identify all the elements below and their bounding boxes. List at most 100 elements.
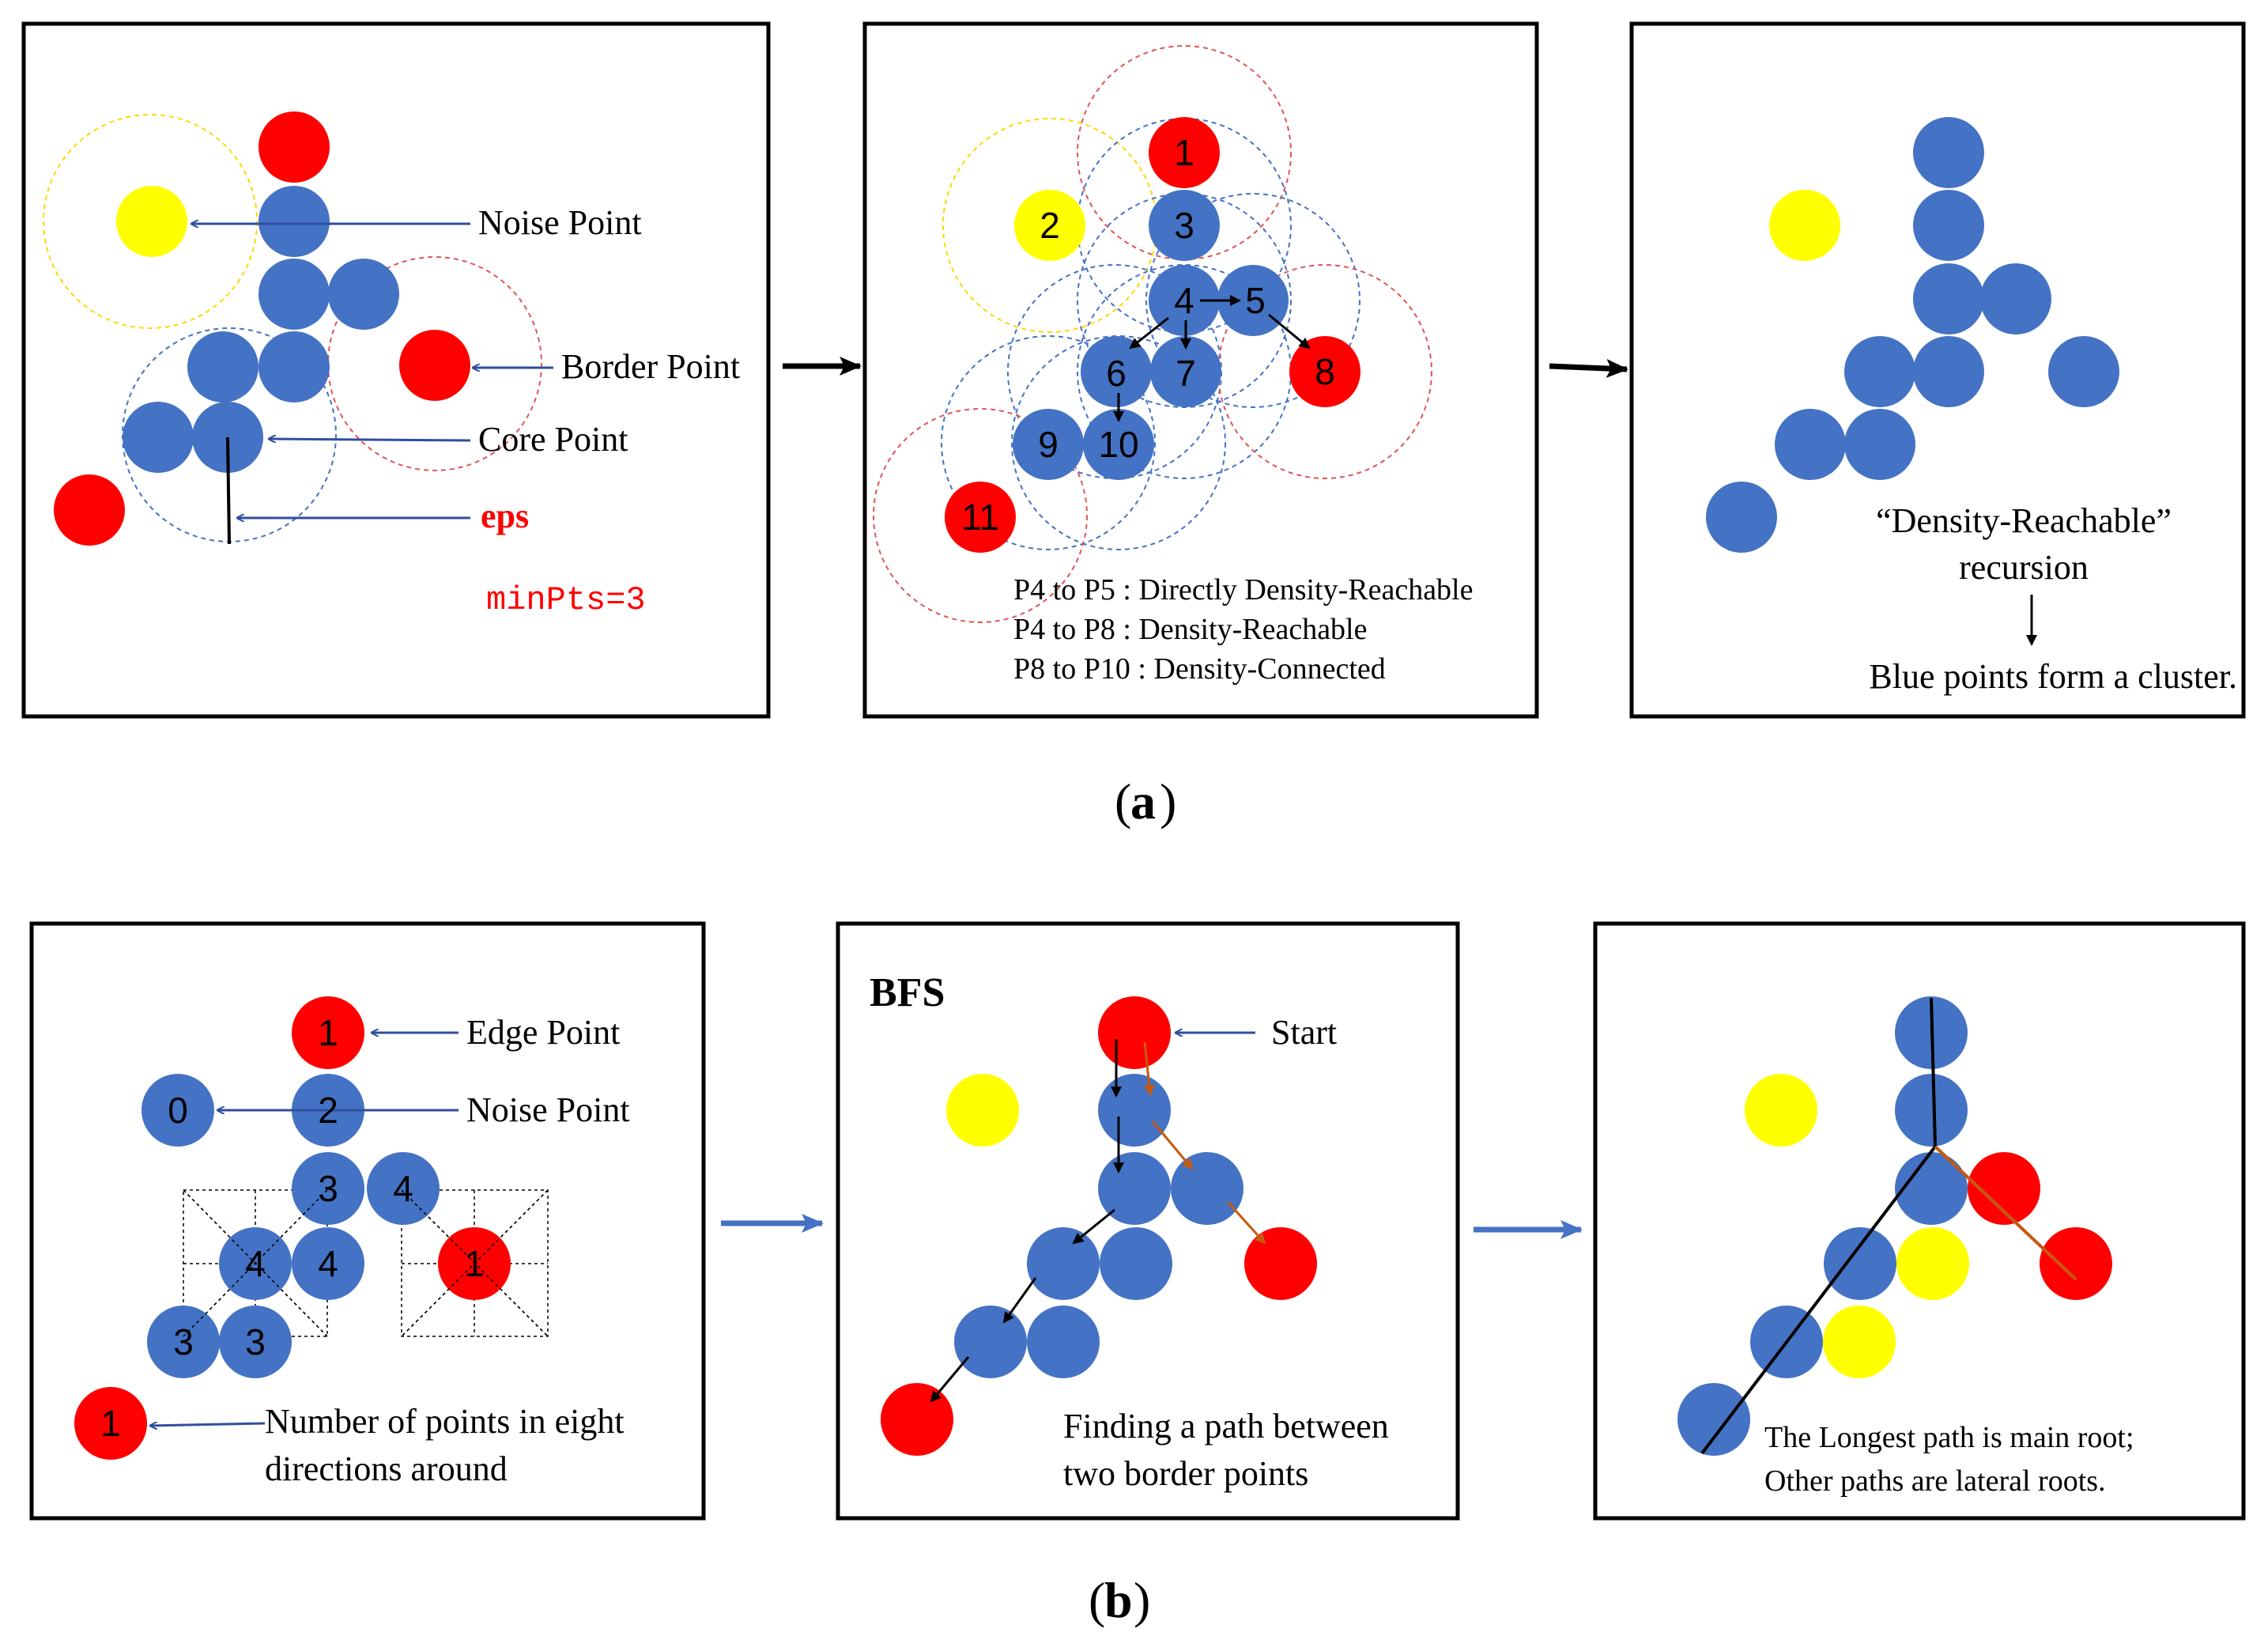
point-blue [367,1152,440,1225]
count-label: 3 [245,1321,266,1362]
cluster-text: Blue points form a cluster. [1869,657,2237,696]
count-label: 3 [318,1168,338,1209]
point-blue [1027,1227,1100,1300]
point-blue [1844,409,1915,480]
point-11 [945,482,1016,553]
point-noise [946,1074,1019,1147]
panel-a1: Noise Point Border Point Core Point eps … [21,21,771,719]
point-label-11: 11 [961,497,999,538]
bfs-arrow-orange [1143,1041,1155,1096]
caption-a-close: ) [1160,773,1176,829]
point-blue [258,259,330,330]
point-blue [1171,1152,1243,1225]
point-blue [147,1306,220,1378]
count-label: 0 [168,1090,188,1131]
point-blue [1824,1227,1896,1300]
caption-b: ( b ) [1089,1572,1150,1628]
count-arrow [150,1423,266,1426]
point-start [1098,996,1171,1069]
point-label-8: 8 [1315,351,1335,392]
count-label: 1 [464,1243,485,1284]
point-blue [292,1227,364,1300]
point-10 [1083,409,1154,480]
relation-line-1: P4 to P5 : Directly Density-Reachable [1013,573,1474,606]
point-blue [292,1152,364,1225]
noise-point-label: Noise Point [478,203,642,242]
point-label-6: 6 [1106,353,1126,394]
eps-circle [1077,193,1292,408]
caption-a: ( a ) [1115,773,1176,829]
point-noise [1823,1306,1896,1378]
count-desc-2: directions around [265,1449,508,1488]
density-reachable-text: “Density-Reachable” [1876,501,2172,540]
eps-circle-noise [43,114,258,329]
minpts-label: minPts=3 [486,581,646,619]
point-noise [142,1074,214,1147]
point-blue [1706,482,1777,553]
point-red [258,111,330,183]
border-point-label: Border Point [561,347,740,386]
point-blue [123,402,194,473]
point-blue [1895,1152,1968,1225]
caption-b-open: ( [1089,1572,1105,1628]
point-label-1: 1 [1174,132,1194,173]
point-blue [1775,409,1846,480]
panel-b3: The Longest path is main root; Other pat… [1593,921,2246,1521]
point-8 [1289,336,1360,407]
point-blue [2048,336,2119,407]
eps-label: eps [481,497,529,535]
point-2 [1014,190,1085,261]
point-label-5: 5 [1245,280,1266,321]
point-red [2040,1227,2112,1300]
count-label: 4 [318,1243,338,1284]
caption-a-open: ( [1115,773,1131,829]
point-6 [1081,336,1152,407]
caption-a-letter: a [1130,773,1156,829]
point-noise [1745,1074,1817,1147]
point-blue [1098,1074,1171,1147]
edge-point-label: Edge Point [466,1013,620,1052]
point-blue [219,1306,292,1378]
point-blue [954,1306,1027,1378]
count-label: 4 [245,1243,266,1284]
flow-arrow-a2-a3 [1549,358,1628,378]
lateral-root-line [1934,1145,2077,1281]
bfs-arrow-orange [1226,1200,1266,1245]
relation-line-2: P4 to P8 : Density-Reachable [1013,613,1367,646]
point-red [1968,1152,2040,1225]
count-label: 2 [318,1090,338,1131]
panel-a2: 1 2 3 4 5 6 7 8 9 10 11 P4 to P5 : Direc… [862,21,1539,719]
point-noise [1769,190,1840,261]
root-desc-2: Other paths are lateral roots. [1764,1464,2106,1498]
point-blue [258,331,330,402]
panel-b1: 1 0 2 3 4 4 4 3 3 1 1 Edge Point Noise P… [29,921,706,1521]
core-arrow [269,439,471,440]
eps-circle [1011,335,1226,550]
count-desc-1: Number of points in eight [265,1402,625,1441]
bfs-arrow [930,1356,970,1403]
point-noise [116,186,187,257]
point-red [1244,1227,1317,1300]
count-label: 4 [393,1168,413,1209]
path-desc-1: Finding a path between [1063,1407,1389,1445]
point-5 [1217,265,1289,336]
bfs-arrow [1072,1208,1115,1245]
point-1 [1149,117,1220,188]
arrow-5-8 [1268,313,1311,350]
panel-b2: BFS Start Finding a path between two bor… [836,921,1460,1521]
core-point-label: Core Point [478,420,628,459]
bfs-title: BFS [870,970,945,1015]
recursion-text: recursion [1959,548,2089,587]
bfs-arrow [1002,1277,1037,1324]
point-noise [1896,1227,1969,1300]
noise-point-label: Noise Point [466,1090,630,1129]
arrow-4-6 [1129,316,1169,350]
point-red [74,1387,147,1460]
count-label: 1 [100,1403,121,1444]
point-label-4: 4 [1174,280,1194,321]
point-blue [328,259,399,330]
point-border [399,330,470,401]
relation-line-3: P8 to P10 : Density-Connected [1013,652,1386,686]
eps-radius-line [226,436,231,545]
